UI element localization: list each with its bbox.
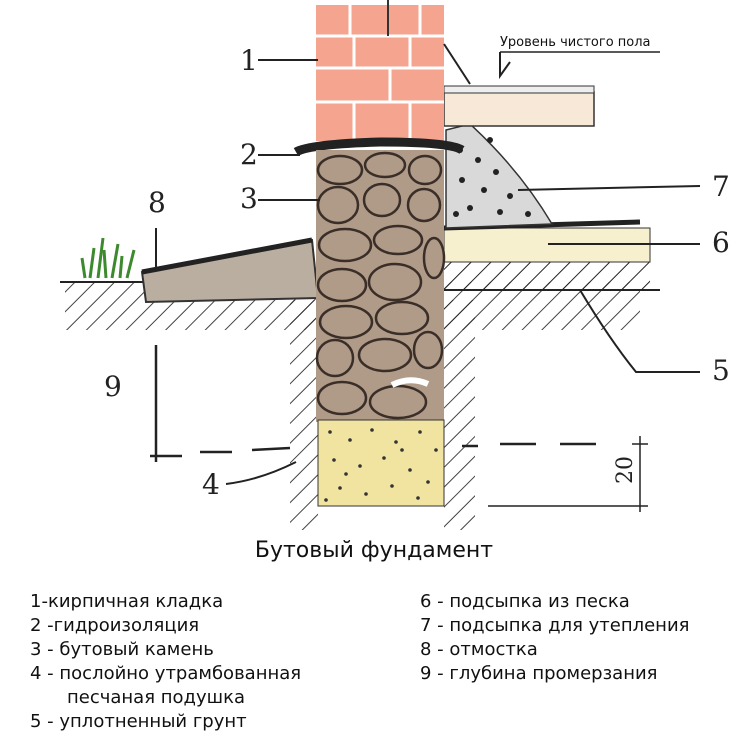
legend-right: 6 - подсыпка из песка 7 - подсыпка для у… xyxy=(420,590,689,686)
callout-1: 1 xyxy=(240,44,258,77)
legend-item-8: 8 - отмостка xyxy=(420,639,538,660)
callout-2: 2 xyxy=(240,138,258,171)
legend-left: 1-кирпичная кладка 2 -гидроизоляция 3 - … xyxy=(30,590,301,734)
legend-item-3: 3 - бутовый камень xyxy=(30,639,214,660)
callout-6: 6 xyxy=(712,226,730,259)
brick-masonry xyxy=(316,0,444,141)
diagram-title: Бутовый фундамент xyxy=(254,538,494,563)
legend-item-6: 6 - подсыпка из песка xyxy=(420,591,630,612)
callout-3: 3 xyxy=(240,182,258,215)
callout-7: 7 xyxy=(712,170,730,203)
legend-item-4-cont: песчаная подушка xyxy=(67,687,246,708)
floor-level-label: Уровень чистого пола xyxy=(500,35,651,50)
leader-lines xyxy=(155,43,701,485)
freezing-depth-line xyxy=(150,345,596,462)
legend-item-1: 1-кирпичная кладка xyxy=(30,591,224,612)
callout-9: 9 xyxy=(104,370,122,403)
callout-4: 4 xyxy=(202,468,220,501)
insulation-fill xyxy=(445,123,554,229)
blind-area xyxy=(140,238,320,304)
dimension-label: 20 xyxy=(613,456,638,484)
legend-item-5: 5 - уплотненный грунт xyxy=(30,711,247,732)
legend-item-7: 7 - подсыпка для утепления xyxy=(420,615,690,636)
legend-item-4: 4 - послойно утрамбованная xyxy=(30,663,302,684)
foundation-diagram: 20 1 2 3 4 5 6 7 8 9 Уровень чистого пол… xyxy=(60,0,730,530)
floor-slab xyxy=(443,91,595,127)
legend-item-9: 9 - глубина промерзания xyxy=(420,663,658,684)
grass xyxy=(80,237,136,279)
callout-8: 8 xyxy=(148,186,166,219)
sand-cushion xyxy=(317,419,445,507)
rubble-stone xyxy=(315,150,446,422)
callout-5: 5 xyxy=(712,354,730,387)
waterproofing xyxy=(293,137,465,157)
dimension-20 xyxy=(488,436,648,512)
legend-item-2: 2 -гидроизоляция xyxy=(30,615,200,636)
